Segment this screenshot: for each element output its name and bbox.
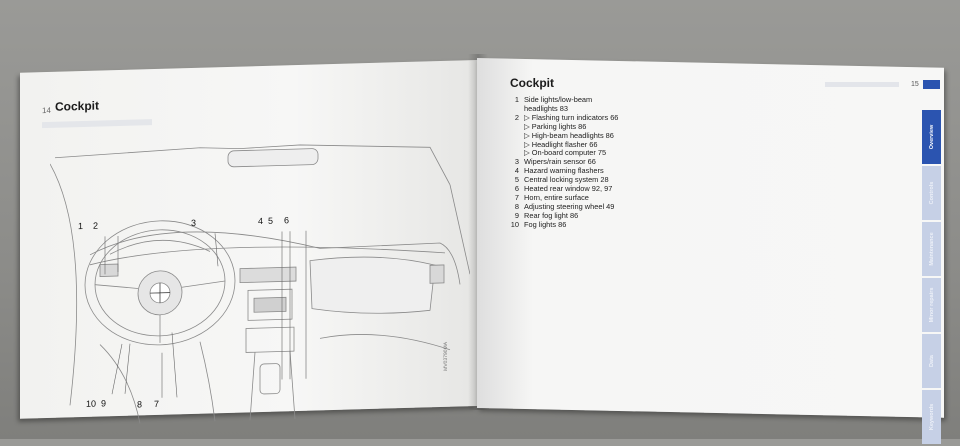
tab-label: Maintenance <box>928 232 935 266</box>
list-item: 7 Horn, entire surface <box>510 192 618 203</box>
page-title-left: Cockpit <box>55 98 100 114</box>
illustration-code: MV03790MA <box>443 341 449 371</box>
item-text: Fog lights 86 <box>524 219 567 229</box>
tab-maintenance[interactable]: Maintenance <box>922 222 941 276</box>
tab-label: Keywords <box>928 403 935 431</box>
item-text: ▷ Parking lights 86 <box>524 121 587 131</box>
list-item: 8 Adjusting steering wheel 49 <box>510 201 618 212</box>
list-item: 9 Rear fog light 86 <box>510 210 618 221</box>
tab-label: Overview <box>928 124 935 150</box>
list-item: 6 Heated rear window 92, 97 <box>510 184 618 194</box>
callout-3: 3 <box>191 217 197 228</box>
item-text: Horn, entire surface <box>524 192 589 202</box>
item-number: 5 <box>514 175 519 185</box>
manual-spread: 14 Cockpit <box>20 44 944 444</box>
item-number: 1 <box>514 95 519 104</box>
callout-2: 2 <box>93 220 99 231</box>
item-text: ▷ High-beam headlights 86 <box>524 130 614 140</box>
callout-1: 1 <box>78 221 84 232</box>
cockpit-illustration <box>50 144 470 424</box>
item-text: ▷ On-board computer 75 <box>524 148 607 158</box>
item-text: ▷ Headlight flasher 66 <box>524 139 598 149</box>
item-number: 2 <box>514 112 519 122</box>
list-item: 3 Wipers/rain sensor 66 <box>510 157 618 167</box>
item-text: Central locking system 28 <box>524 175 609 185</box>
callout-9: 9 <box>101 398 107 409</box>
page-number-left: 14 <box>42 105 51 116</box>
page-number-right: 15 <box>911 81 919 88</box>
item-number: 4 <box>514 166 519 176</box>
page-marker-bar <box>923 80 940 89</box>
tab-label: Controls <box>928 181 935 205</box>
item-number: 8 <box>514 201 519 211</box>
page-title-right: Cockpit <box>510 76 555 90</box>
tab-controls[interactable]: Controls <box>922 166 941 220</box>
item-number: 9 <box>514 210 519 220</box>
tab-label: Minor repairs <box>928 287 935 323</box>
tab-minor-repairs[interactable]: Minor repairs <box>922 278 941 332</box>
list-item: 2 ▷ Flashing turn indicators 66 ▷ Parkin… <box>510 112 619 159</box>
item-text: Rear fog light 86 <box>524 210 579 220</box>
section-tabs: Overview Controls Maintenance Minor repa… <box>922 110 941 446</box>
item-text: headlights 83 <box>524 103 568 113</box>
callout-7: 7 <box>154 398 160 410</box>
tab-overview[interactable]: Overview <box>922 110 941 164</box>
list-item: 10 Fog lights 86 <box>510 219 618 230</box>
tab-keywords[interactable]: Keywords <box>922 390 941 444</box>
left-page: 14 Cockpit <box>20 60 477 424</box>
callout-4: 4 <box>258 215 264 227</box>
item-text: Adjusting steering wheel 49 <box>524 201 615 211</box>
callout-8: 8 <box>137 399 143 410</box>
item-text: Heated rear window 92, 97 <box>524 184 613 194</box>
item-text: ▷ Flashing turn indicators 66 <box>524 112 619 122</box>
callout-5: 5 <box>268 215 274 226</box>
header-rule-left <box>42 119 152 129</box>
list-item: 5 Central locking system 28 <box>510 175 618 185</box>
item-text: Side lights/low-beam <box>524 95 593 104</box>
list-item: 4 Hazard warning flashers <box>510 166 618 176</box>
callout-10: 10 <box>86 398 97 409</box>
item-text: Hazard warning flashers <box>524 166 604 176</box>
callout-6: 6 <box>284 215 290 226</box>
header-rule-right <box>825 82 899 87</box>
item-number: 3 <box>514 157 519 167</box>
item-text: Wipers/rain sensor 66 <box>524 157 596 167</box>
tab-data[interactable]: Data <box>922 334 941 388</box>
tab-label: Data <box>928 355 935 367</box>
item-number: 10 <box>510 219 519 229</box>
item-number: 6 <box>514 184 519 194</box>
item-number: 7 <box>514 192 519 202</box>
